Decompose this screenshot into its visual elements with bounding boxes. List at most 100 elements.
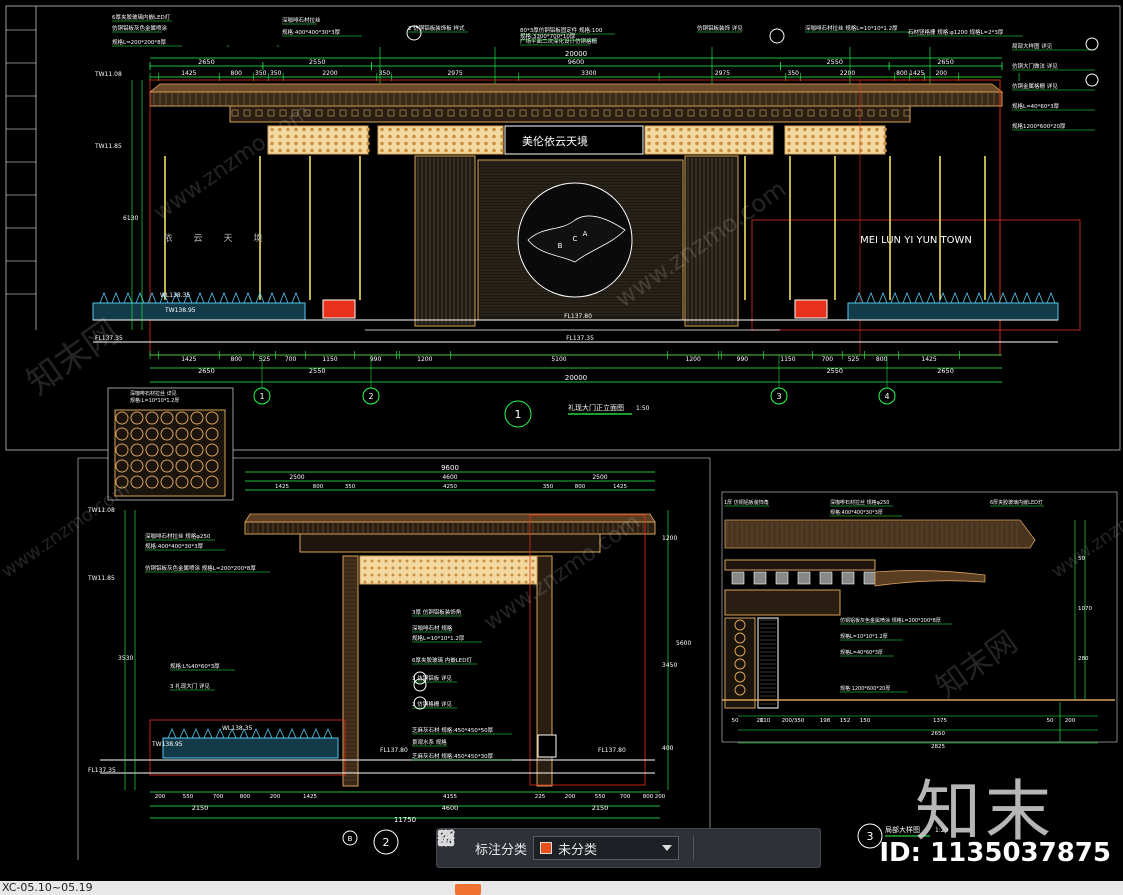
lattice-dot: [366, 148, 370, 153]
lattice-dot: [787, 141, 791, 146]
lattice-dot: [743, 148, 747, 153]
lattice-dot: [404, 127, 408, 132]
lattice-dot: [510, 580, 514, 584]
paste-icon[interactable]: [439, 831, 802, 861]
lattice-dot: [380, 134, 384, 139]
lattice-dot: [428, 127, 432, 132]
dim-text: 2975: [447, 70, 462, 77]
callout-text: 仿铜铝板灰色金属喷涂: [112, 24, 168, 32]
dentil-block: [675, 109, 683, 117]
lattice-dot: [655, 134, 659, 139]
lattice-dot: [819, 134, 823, 139]
lattice-dot: [703, 134, 707, 139]
dim-text: 1150: [780, 356, 795, 363]
dentil-block: [783, 109, 791, 117]
dim-text: 1425: [921, 356, 936, 363]
lattice-dot: [452, 148, 456, 153]
move-icon[interactable]: [437, 829, 750, 861]
lattice-dot: [531, 573, 535, 577]
lattice-dot: [647, 148, 651, 153]
dentil-block: [459, 109, 467, 117]
lattice-dot: [500, 134, 504, 139]
fountain-jet: [263, 728, 273, 739]
dentil-block: [279, 109, 287, 117]
fountain-jet: [239, 728, 249, 739]
dim-text: 1200: [417, 356, 432, 363]
gate-left: [414, 155, 476, 327]
callout-text: 规格:400*400*30*3厚: [830, 509, 883, 516]
fountain-jet: [279, 291, 289, 304]
lattice-dot: [326, 141, 330, 146]
lattice-dot: [735, 141, 739, 146]
fountain-jet: [183, 291, 193, 304]
callout-text: 局部大样图 详见: [1012, 42, 1053, 50]
lattice-dot: [420, 148, 424, 153]
lattice-dot: [510, 559, 514, 563]
dim-text: 20: [757, 718, 764, 724]
lattice-dot: [384, 573, 388, 577]
edit-icon[interactable]: [439, 829, 724, 861]
lattice-dot: [819, 148, 823, 153]
dim-text: 2200: [840, 70, 855, 77]
lattice-dot: [496, 580, 500, 584]
status-indicator: [455, 884, 481, 895]
fountain-jet: [147, 291, 157, 304]
lattice-dot: [444, 148, 448, 153]
dim-text: 2650: [937, 58, 954, 66]
dim-text: 2500: [592, 474, 607, 481]
lattice-dot: [468, 134, 472, 139]
callout-text: 规格L=10*10*1.2厚: [412, 634, 465, 642]
callout-text: 3 礼现大门 详见: [170, 682, 210, 690]
dim-text: 800: [240, 794, 251, 800]
dim-text: 200: [936, 70, 948, 77]
lattice-dot: [428, 141, 432, 146]
dim-text: 4155: [443, 794, 457, 800]
layout-tab[interactable]: XC-05.10~05.19: [2, 881, 93, 894]
lattice-dot: [767, 134, 771, 139]
lattice-dot: [743, 134, 747, 139]
axis-bubble: [253, 387, 271, 405]
brand-logo: 知末: [915, 773, 1055, 850]
lattice-dot: [433, 566, 437, 570]
dim-text: 3530: [118, 655, 133, 662]
fountain-jet: [275, 728, 285, 739]
fountain-jet: [299, 728, 309, 739]
lattice-dot: [391, 566, 395, 570]
dim-text: 350: [255, 70, 267, 77]
lattice-ring: [734, 671, 746, 683]
lattice-dot: [496, 566, 500, 570]
view-number: 3: [867, 830, 874, 843]
dentil-block: [387, 109, 395, 117]
dim-text: 1375: [933, 718, 947, 724]
category-dropdown[interactable]: 未分类: [533, 836, 680, 860]
lattice-dot: [719, 134, 723, 139]
dim-text: 550: [595, 794, 606, 800]
lattice-dot: [318, 134, 322, 139]
lattice-ring: [145, 427, 159, 441]
lattice-dot: [851, 134, 855, 139]
elevation-text: TW11.08: [94, 71, 122, 78]
lattice-dot: [420, 141, 424, 146]
lattice-dot: [444, 141, 448, 146]
dim-text: 2150: [192, 804, 209, 812]
lattice-dot: [398, 559, 402, 563]
toolbar-divider: [693, 836, 695, 860]
dim-text: 2550: [309, 367, 326, 375]
dim-text: 1200: [662, 535, 677, 542]
resource-id: ID: 1135037875: [879, 838, 1111, 868]
lattice-dot: [412, 134, 416, 139]
lattice-dot: [419, 580, 423, 584]
red-bench-left: [322, 299, 356, 319]
dim-text: 110: [760, 718, 771, 724]
lattice-dot: [452, 127, 456, 132]
copy-icon[interactable]: [439, 830, 776, 861]
elevation-text: TW11.08: [87, 507, 115, 514]
lattice-dot: [695, 141, 699, 146]
fountain-jet: [926, 291, 936, 304]
lattice-dot: [811, 134, 815, 139]
dentil-block: [711, 109, 719, 117]
fountain-jet: [227, 728, 237, 739]
lattice-dot: [428, 148, 432, 153]
